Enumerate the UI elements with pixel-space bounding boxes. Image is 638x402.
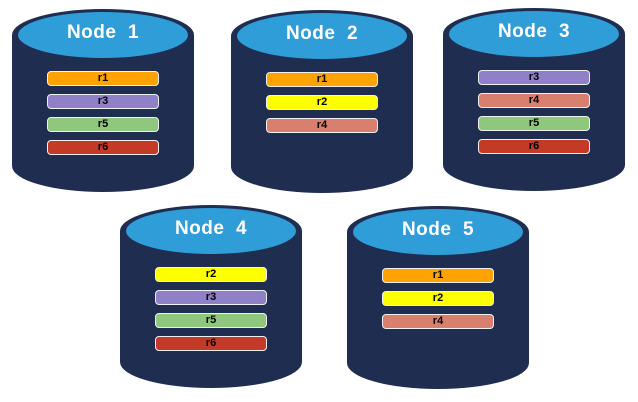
node-label: Node 1 [66, 22, 140, 43]
node-label: Node 2 [285, 23, 359, 44]
replica-list: r1 r2 r4 [382, 268, 494, 329]
replica-bar: r1 [266, 72, 378, 87]
replica-bar: r4 [266, 118, 378, 133]
cylinder-bottom [231, 141, 413, 193]
replica-bar: r6 [155, 336, 267, 351]
replica-list: r2 r3 r5 r6 [155, 267, 267, 351]
cylinder-cap [237, 13, 407, 59]
cylinder-bottom [347, 337, 529, 389]
node-cylinder-3: Node 3 r3 r4 r5 r6 [443, 8, 625, 191]
replica-bar: r1 [47, 71, 159, 86]
replica-list: r3 r4 r5 r6 [478, 70, 590, 154]
cylinder-cap [18, 12, 188, 58]
node-label: Node 4 [174, 218, 248, 239]
replica-bar: r5 [478, 116, 590, 131]
replica-list: r1 r2 r4 [266, 72, 378, 133]
node-label: Node 3 [497, 21, 571, 42]
replica-bar: r2 [382, 291, 494, 306]
replica-bar: r1 [382, 268, 494, 283]
replica-list: r1 r3 r5 r6 [47, 71, 159, 155]
replica-bar: r2 [266, 95, 378, 110]
replica-bar: r4 [478, 93, 590, 108]
cylinder-cap [126, 208, 296, 254]
node-cylinder-4: Node 4 r2 r3 r5 r6 [120, 205, 302, 388]
replica-bar: r2 [155, 267, 267, 282]
cylinder-cap [353, 209, 523, 255]
replica-bar: r4 [382, 314, 494, 329]
node-cylinder-5: Node 5 r1 r2 r4 [347, 206, 529, 389]
node-label: Node 5 [401, 219, 475, 240]
replica-bar: r5 [155, 313, 267, 328]
replica-bar: r3 [47, 94, 159, 109]
replica-bar: r6 [47, 140, 159, 155]
replica-bar: r5 [47, 117, 159, 132]
replica-bar: r6 [478, 139, 590, 154]
replica-bar: r3 [155, 290, 267, 305]
node-cylinder-1: Node 1 r1 r3 r5 r6 [12, 9, 194, 192]
node-cylinder-2: Node 2 r1 r2 r4 [231, 10, 413, 193]
cylinder-cap [449, 11, 619, 57]
replica-bar: r3 [478, 70, 590, 85]
